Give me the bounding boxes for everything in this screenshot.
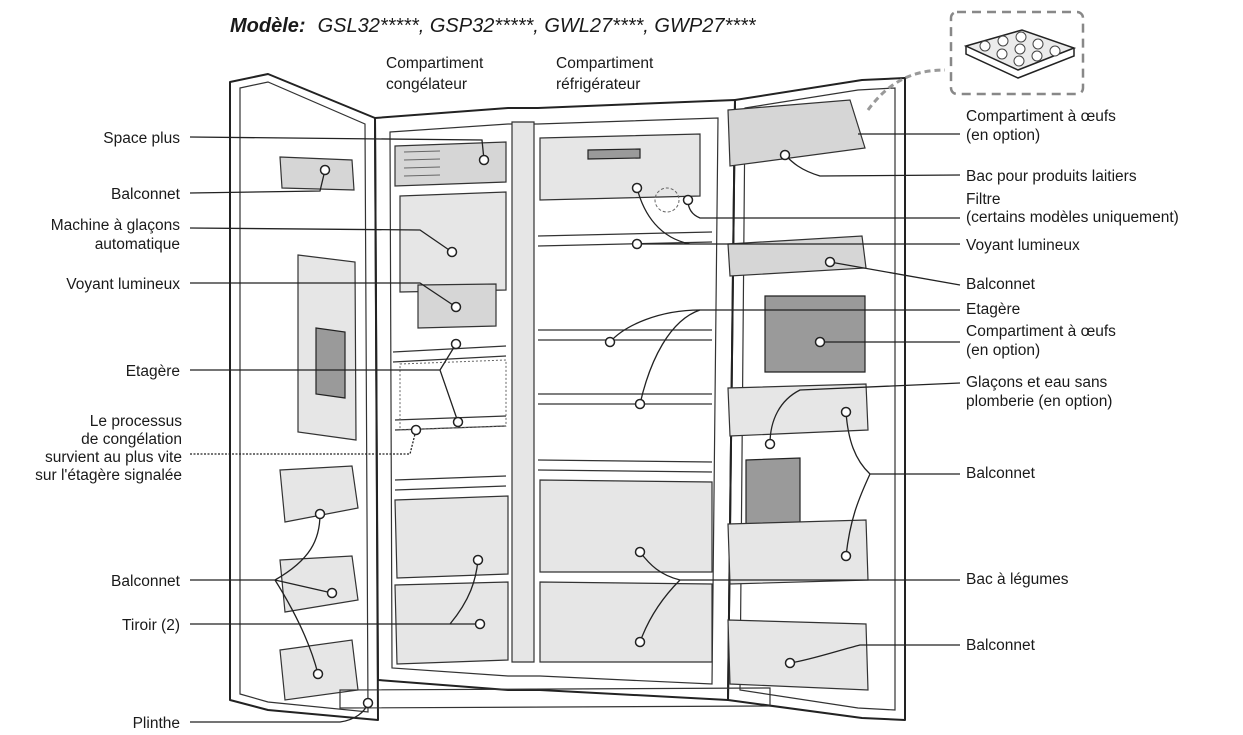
label-dairy: Bac pour produits laitiers bbox=[966, 168, 1137, 185]
label-shelf-right: Etagère bbox=[966, 301, 1020, 318]
label-light-left: Voyant lumineux bbox=[66, 276, 180, 293]
label-filter: Filtre(certains modèles uniquement) bbox=[966, 191, 1179, 226]
callout-dots bbox=[312, 149, 852, 709]
label-balconnet-left-top: Balconnet bbox=[111, 186, 181, 203]
label-crisper: Bac à légumes bbox=[966, 571, 1069, 588]
label-plinth: Plinthe bbox=[133, 715, 180, 732]
label-shelf-left: Etagère bbox=[126, 363, 180, 380]
label-balconnet-right-3: Balconnet bbox=[966, 637, 1036, 654]
label-egg-tray-mid: Compartiment à œufs(en option) bbox=[966, 323, 1116, 359]
label-balconnet-right-1: Balconnet bbox=[966, 276, 1036, 293]
model-title: Modèle:GSL32*****, GSP32*****, GWL27****… bbox=[230, 15, 757, 37]
label-balconnet-right-2: Balconnet bbox=[966, 465, 1036, 482]
label-egg-tray-top: Compartiment à œufs(en option) bbox=[966, 108, 1116, 144]
label-light-right: Voyant lumineux bbox=[966, 237, 1080, 254]
label-balconnet-left-bottom: Balconnet bbox=[111, 573, 181, 590]
fridge-illustration bbox=[229, 73, 906, 721]
egg-tray-icon bbox=[866, 10, 1085, 111]
label-drawer: Tiroir (2) bbox=[122, 617, 180, 634]
label-space-plus: Space plus bbox=[103, 130, 180, 147]
